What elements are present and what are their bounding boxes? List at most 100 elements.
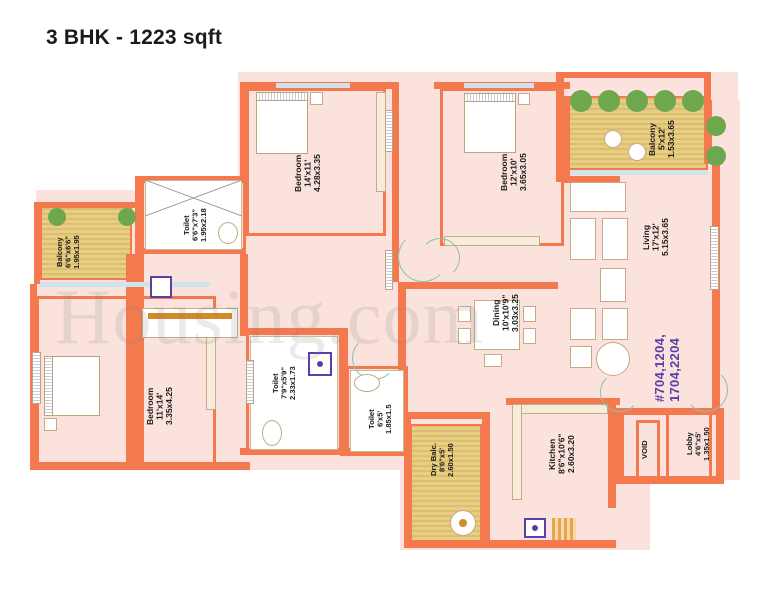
door-arc-kitchen [600, 372, 640, 412]
furniture-headboard-top-mid [464, 93, 516, 102]
furniture-dining-chair-2 [458, 328, 471, 344]
wall-balcony-top-top [560, 72, 710, 78]
window-hall-vertical-2 [385, 250, 393, 290]
wall-bottom-kitchen-left [482, 412, 490, 548]
furniture-bed-top-mid [464, 93, 516, 153]
furniture-coffee-table [600, 268, 626, 302]
fixture-washing-machine-dot [459, 519, 467, 527]
label-lobby: Lobby 4'6"x5' 1.35x1.50 [685, 427, 712, 461]
plant-icon-5 [682, 90, 704, 112]
furniture-sofa-left [570, 218, 596, 260]
furniture-dining-table [474, 300, 520, 350]
wall-outer-top-left [240, 82, 248, 182]
wall-outer-left-lower [126, 254, 144, 470]
plant-icon-left-2 [118, 208, 136, 226]
wall-center-horiz [398, 282, 558, 289]
shaft-cross-icon [145, 180, 242, 216]
furniture-nightstand-top-mid [518, 93, 530, 105]
wall-toilet-top-left-bottom [141, 248, 246, 254]
furniture-dining-chair-1 [458, 306, 471, 322]
wall-balcony-left-top [34, 202, 136, 208]
wall-outer-left-upper [135, 176, 143, 256]
plant-icon-4 [654, 90, 676, 112]
window-balcony-left-bottom [40, 282, 210, 287]
label-balcony-top: Balcony 5'x12' 1.53x3.65 [647, 120, 676, 158]
furniture-sofa-right [602, 218, 628, 260]
wall-outer-left-mid [135, 176, 249, 183]
unit-numbers: #704,1204, 1704,2204 [652, 333, 682, 402]
wall-lobby-right [716, 408, 724, 484]
label-bedroom-top-left: Bedroom 14'x11' 4.28x3.35 [293, 154, 322, 192]
wall-top-mid-right [564, 176, 620, 183]
plant-icon-6 [706, 116, 726, 136]
label-void: VOID [640, 440, 649, 460]
label-bedroom-top-mid: Bedroom 12'x10' 3.65x3.05 [499, 153, 528, 191]
window-balcony-bottom [570, 170, 708, 175]
furniture-armchair-1 [570, 308, 596, 340]
plant-icon-1 [570, 90, 592, 112]
wall-balcony-top-left-stub [560, 96, 570, 176]
wall-balcony-left-outer [34, 202, 40, 284]
door-arc-lobby [684, 368, 728, 412]
wall-between-top-bedrooms [392, 82, 399, 282]
wall-mid-divider-2 [340, 328, 348, 456]
furniture-kitchen-counter-left [512, 404, 522, 500]
room-balcony-left [40, 206, 132, 280]
wall-kitchen-bottom [404, 540, 616, 548]
window-bedroom-top-left [276, 83, 350, 88]
label-dry-balcony: Dry Balc. 8'6"x5' 2.60x1.50 [429, 443, 456, 477]
plant-icon-3 [626, 90, 648, 112]
wall-outer-bottom-left [30, 462, 250, 470]
fixture-shower-top-left [150, 276, 172, 298]
wall-balcony-top-right [704, 72, 711, 100]
furniture-bed-bottom [44, 356, 100, 416]
wall-toilet-mid-bottom [240, 448, 346, 455]
fixture-shower-mid-dot [317, 361, 323, 367]
wall-mid-horizontal [340, 448, 410, 456]
furniture-sofa-main [570, 182, 626, 212]
label-bedroom-bottom: Bedroom 11'x14' 3.35x4.25 [145, 387, 174, 425]
wall-living-bottom [560, 398, 620, 405]
wall-kitchen-right [608, 398, 616, 508]
furniture-nightstand-bottom [44, 418, 57, 431]
furniture-nightstand-top-left [310, 92, 323, 105]
furniture-wardrobe-top-mid [444, 236, 540, 246]
fixture-wc-mid [262, 420, 282, 446]
furniture-armchair-2 [602, 308, 628, 340]
wall-center-vert [398, 282, 406, 414]
wall-dry-balcony-top [404, 412, 490, 419]
furniture-headboard-top-left [256, 92, 308, 101]
furniture-dining-chair-5 [484, 354, 502, 367]
fixture-wc-bottom [354, 374, 380, 392]
fixture-hob [552, 518, 576, 540]
furniture-headboard-bottom [44, 356, 53, 416]
fixture-sink-dot [532, 525, 538, 531]
window-living-right [710, 226, 719, 290]
plant-icon-7 [706, 146, 726, 166]
furniture-console-top [148, 313, 232, 319]
wall-mid-divider-1 [240, 254, 248, 336]
label-kitchen: Kitchen 8'6"x10'6" 2.60x3.20 [547, 433, 576, 475]
label-toilet-bottom: Toilet 6'x5' 1.85x1.5 [367, 404, 394, 434]
furniture-dining-chair-4 [523, 328, 536, 344]
window-toilet-mid-left [246, 360, 254, 404]
plant-icon-left-1 [48, 208, 66, 226]
door-arc-dining [398, 232, 448, 282]
wall-void-left [616, 408, 624, 480]
fixture-washbasin-top-left [218, 222, 238, 244]
door-arc-bedroom-top-mid [420, 238, 460, 278]
furniture-bed-top-left [256, 92, 308, 154]
plant-icon-2 [598, 90, 620, 112]
wall-toilet-mid-top [240, 328, 346, 335]
furniture-dining-chair-3 [523, 306, 536, 322]
fixture-shower-mid [308, 352, 332, 376]
label-toilet-top-left: Toilet 6'6"x7'3" 1.95x2.18 [182, 208, 209, 242]
window-bedroom-bottom-left [32, 352, 41, 404]
label-toilet-mid: Toilet 7'9"x5'9" 2.33x1.73 [271, 366, 298, 400]
furniture-side-table [570, 346, 592, 368]
page-title: 3 BHK - 1223 sqft [46, 26, 223, 49]
label-living: Living 17'x12' 5.15x3.65 [641, 218, 670, 256]
wall-hallway-bottom [404, 540, 494, 548]
window-bedroom-top-mid [464, 83, 534, 88]
